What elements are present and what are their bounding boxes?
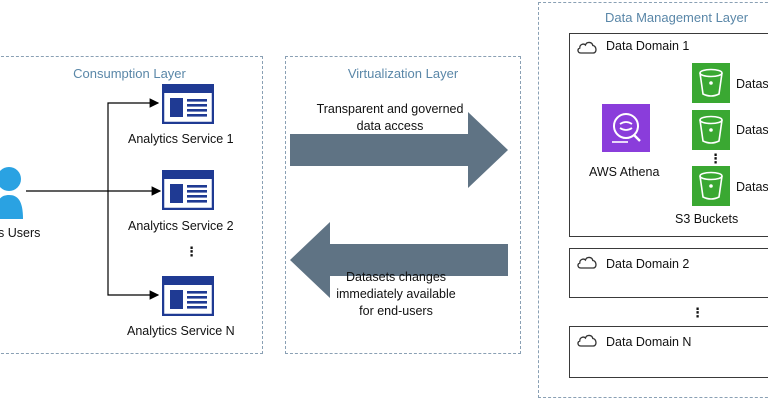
s3-buckets-caption: S3 Buckets [675, 212, 739, 226]
cloud-icon [577, 256, 597, 269]
analytics-service-2-icon [162, 170, 214, 210]
right-arrow [290, 112, 508, 188]
analytics-service-2-label: Analytics Service 2 [128, 219, 234, 233]
cloud-icon [577, 334, 597, 347]
analytics-service-1-icon [162, 84, 214, 124]
aws-athena-label: AWS Athena [589, 165, 660, 179]
data-domain-2: Data Domain 2 [569, 248, 768, 298]
analytics-service-n-label: Analytics Service N [127, 324, 235, 338]
virtualization-layer: Virtualization Layer [285, 56, 521, 354]
data-domain-2-label: Data Domain 2 [606, 257, 690, 271]
right-arrow-text-1: Transparent and governed [316, 102, 464, 116]
s3-bucket-1-icon [692, 63, 730, 103]
data-management-layer-title: Data Management Layer [605, 10, 749, 25]
data-domain-n-label: Data Domain N [606, 335, 692, 349]
cloud-icon [577, 41, 597, 54]
s3-bucket-1-label: Datas [736, 77, 768, 91]
s3-bucket-2-label: Datas [736, 123, 768, 137]
analytics-service-n-icon [162, 276, 214, 316]
data-domain-1-label: Data Domain 1 [606, 39, 690, 53]
buckets-ellipsis: ⋮ [709, 151, 722, 166]
s3-bucket-2-icon [692, 110, 730, 150]
right-arrow-text-2: data access [356, 119, 424, 133]
analytics-service-1-label: Analytics Service 1 [128, 132, 234, 146]
aws-athena-icon [602, 104, 650, 152]
virtualization-layer-title: Virtualization Layer [347, 66, 459, 81]
consumption-layer: Consumption Layer [0, 56, 263, 354]
users-label: s Users [0, 226, 41, 240]
data-domain-n: Data Domain N [569, 326, 768, 378]
left-arrow-text-2: immediately available [336, 287, 456, 301]
left-arrow [290, 222, 508, 298]
services-ellipsis: ⋮ [185, 244, 198, 259]
domains-ellipsis: ⋮ [691, 305, 704, 320]
left-arrow-text-3: for end-users [359, 304, 433, 318]
data-management-layer [538, 2, 768, 398]
consumption-layer-title: Consumption Layer [73, 66, 186, 81]
s3-bucket-3-label: Datas [736, 180, 768, 194]
s3-bucket-3-icon [692, 166, 730, 206]
left-arrow-text-1: Datasets changes [345, 270, 447, 284]
users-icon [0, 167, 23, 219]
